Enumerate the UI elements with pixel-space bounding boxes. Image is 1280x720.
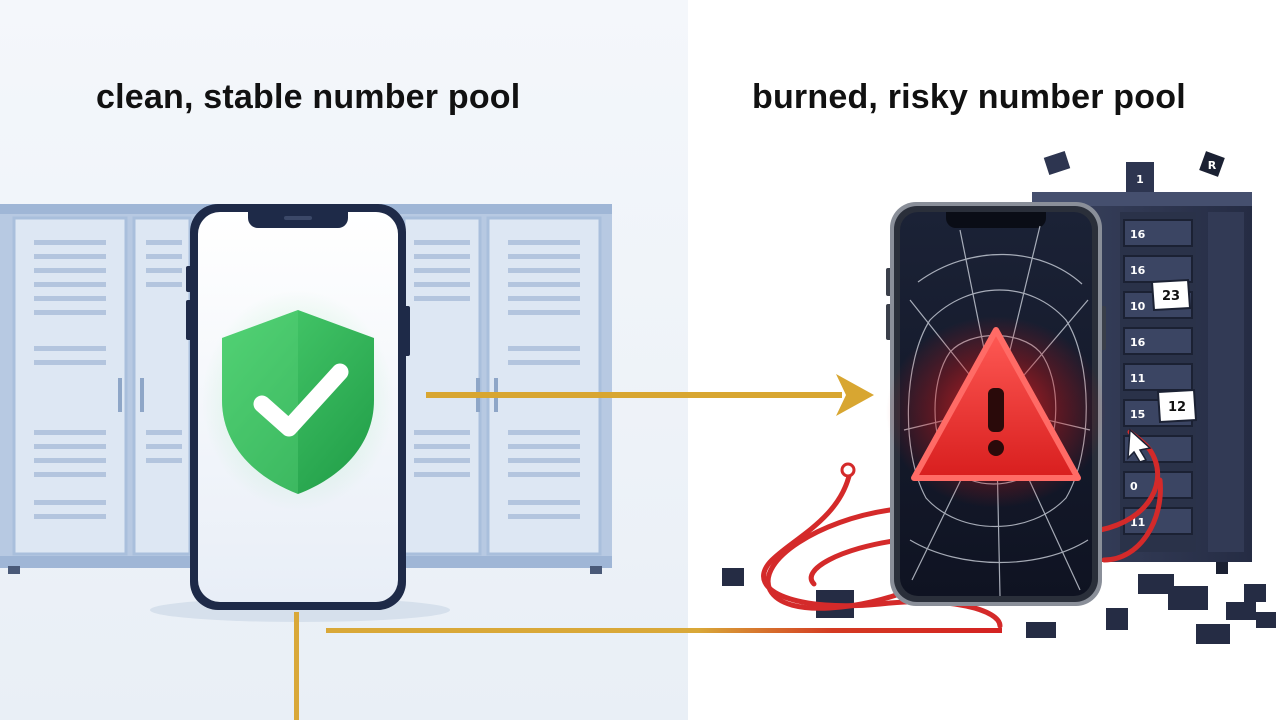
clean-pool-title: clean, stable number pool bbox=[96, 78, 521, 116]
rack-slot-label: 16 bbox=[1130, 264, 1146, 277]
transition-arrow bbox=[426, 374, 874, 416]
number-tag: 23 bbox=[1150, 278, 1192, 312]
bottom-connector-line bbox=[326, 628, 1002, 633]
rack-slot-label: 15 bbox=[1130, 408, 1145, 421]
vertical-connector-line bbox=[294, 612, 299, 720]
warning-triangle-icon bbox=[911, 327, 1081, 481]
shield-check-icon bbox=[202, 290, 394, 510]
rack-slot-label: 16 bbox=[1130, 336, 1146, 349]
cable-plug-icon bbox=[1127, 428, 1152, 463]
svg-text:23: 23 bbox=[1162, 289, 1180, 304]
rack-slot-label: 16 bbox=[1130, 228, 1146, 241]
rack-slot-label: 11 bbox=[1130, 516, 1145, 529]
falling-debris bbox=[1043, 151, 1071, 175]
rack-slot-label: 10 bbox=[1130, 300, 1146, 313]
number-tag: 12 bbox=[1156, 388, 1198, 424]
burned-phone bbox=[886, 202, 1106, 606]
rack-top-label: 1 bbox=[1136, 173, 1144, 186]
svg-text:R: R bbox=[1208, 159, 1217, 172]
number-tag: R bbox=[1199, 151, 1225, 177]
rack-slot-label: 11 bbox=[1130, 372, 1145, 385]
svg-text:12: 12 bbox=[1168, 400, 1186, 415]
burned-pool-title: burned, risky number pool bbox=[752, 78, 1186, 116]
rack-slot-label: 0 bbox=[1130, 480, 1138, 493]
